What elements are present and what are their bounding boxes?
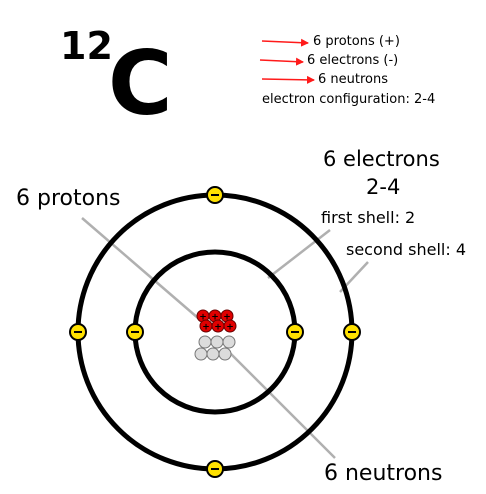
fact-neutrons: 6 neutrons [318,72,389,87]
proton-sign: + [226,323,234,333]
proton-sign: + [214,323,222,333]
electron-configuration-label: 2-4 [366,175,401,199]
mass-number: 12 [60,24,113,68]
neutron [194,347,208,361]
arrow-neutrons [261,75,315,84]
proton-sign: + [202,323,210,333]
nucleus: ++++++ [194,309,237,361]
electrons-title: 6 electrons [323,147,440,171]
neutron [222,335,236,349]
fact-configuration: electron configuration: 2-4 [262,92,436,107]
proton-sign: + [211,313,219,323]
neutrons-label: 6 neutrons [324,461,443,486]
arrow-electrons [259,57,304,66]
first-shell-label: first shell: 2 [321,208,416,227]
element-symbol: C [108,32,173,135]
fact-electrons: 6 electrons (-) [307,53,399,68]
proton-sign: + [199,313,207,323]
leader-neutrons [229,352,336,459]
neutron [218,347,232,361]
leader-protons [81,217,199,319]
fact-protons: 6 protons (+) [313,34,400,49]
protons-label: 6 protons [16,186,121,211]
neutron [198,335,212,349]
proton [223,319,237,333]
second-shell-label: second shell: 4 [346,240,467,259]
arrow-protons [261,38,309,47]
electrons [69,186,361,478]
neutron [210,335,224,349]
neutron [206,347,220,361]
proton-sign: + [223,313,231,323]
leader-first-shell [267,229,331,279]
